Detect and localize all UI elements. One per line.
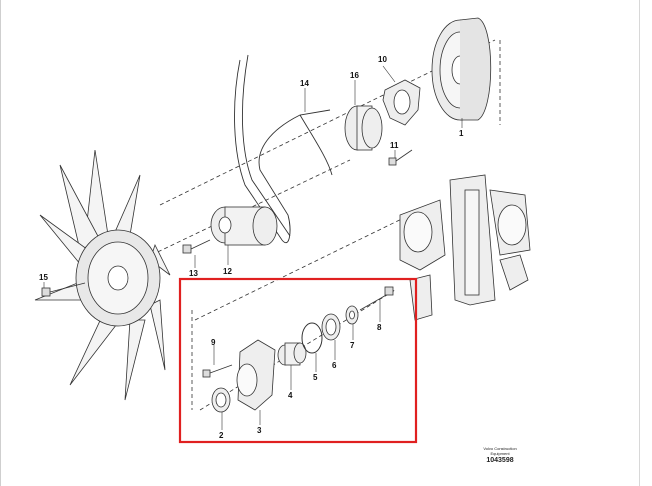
callout-9: 9 (211, 338, 216, 347)
callout-12: 12 (223, 267, 232, 276)
bolt-15 (41, 282, 86, 297)
callout-3: 3 (257, 426, 262, 435)
belt-tensioner (210, 206, 278, 246)
bolt-11 (388, 149, 413, 166)
callout-14: 14 (300, 79, 309, 88)
footer-subtitle: Equipment (490, 451, 510, 456)
leader-lines (43, 65, 463, 430)
pulley-hub (344, 105, 383, 151)
callout-13: 13 (189, 269, 198, 278)
screw-9 (202, 364, 233, 378)
washer-7 (345, 305, 359, 325)
water-pump-housing (399, 174, 531, 321)
bearing-2 (211, 387, 231, 413)
callout-11: 11 (390, 141, 399, 150)
callout-16: 16 (350, 71, 359, 80)
highlight-box (178, 277, 418, 444)
o-ring-5 (301, 322, 323, 354)
crank-pulley (431, 17, 492, 121)
bolt-8 (359, 286, 394, 311)
drive-belt (234, 54, 333, 243)
callout-10: 10 (378, 55, 387, 64)
seal-6 (321, 313, 341, 341)
footer-company: Volvo Construction (483, 446, 517, 451)
bolt-13 (182, 239, 211, 254)
hub-flange (382, 79, 421, 126)
drawing-footer: Volvo Construction Equipment 1043598 (470, 446, 530, 465)
drawing-number: 1043598 (486, 457, 514, 464)
impeller-3 (236, 339, 276, 411)
callout-2: 2 (219, 431, 224, 440)
callout-4: 4 (288, 391, 293, 400)
callout-15: 15 (39, 273, 48, 282)
shaft-4 (277, 342, 307, 366)
callout-1: 1 (459, 129, 464, 138)
callout-5: 5 (313, 373, 318, 382)
right-border (639, 0, 640, 486)
callout-6: 6 (332, 361, 337, 370)
callout-7: 7 (350, 341, 355, 350)
fan-assembly (34, 149, 171, 401)
callout-8: 8 (377, 323, 382, 332)
